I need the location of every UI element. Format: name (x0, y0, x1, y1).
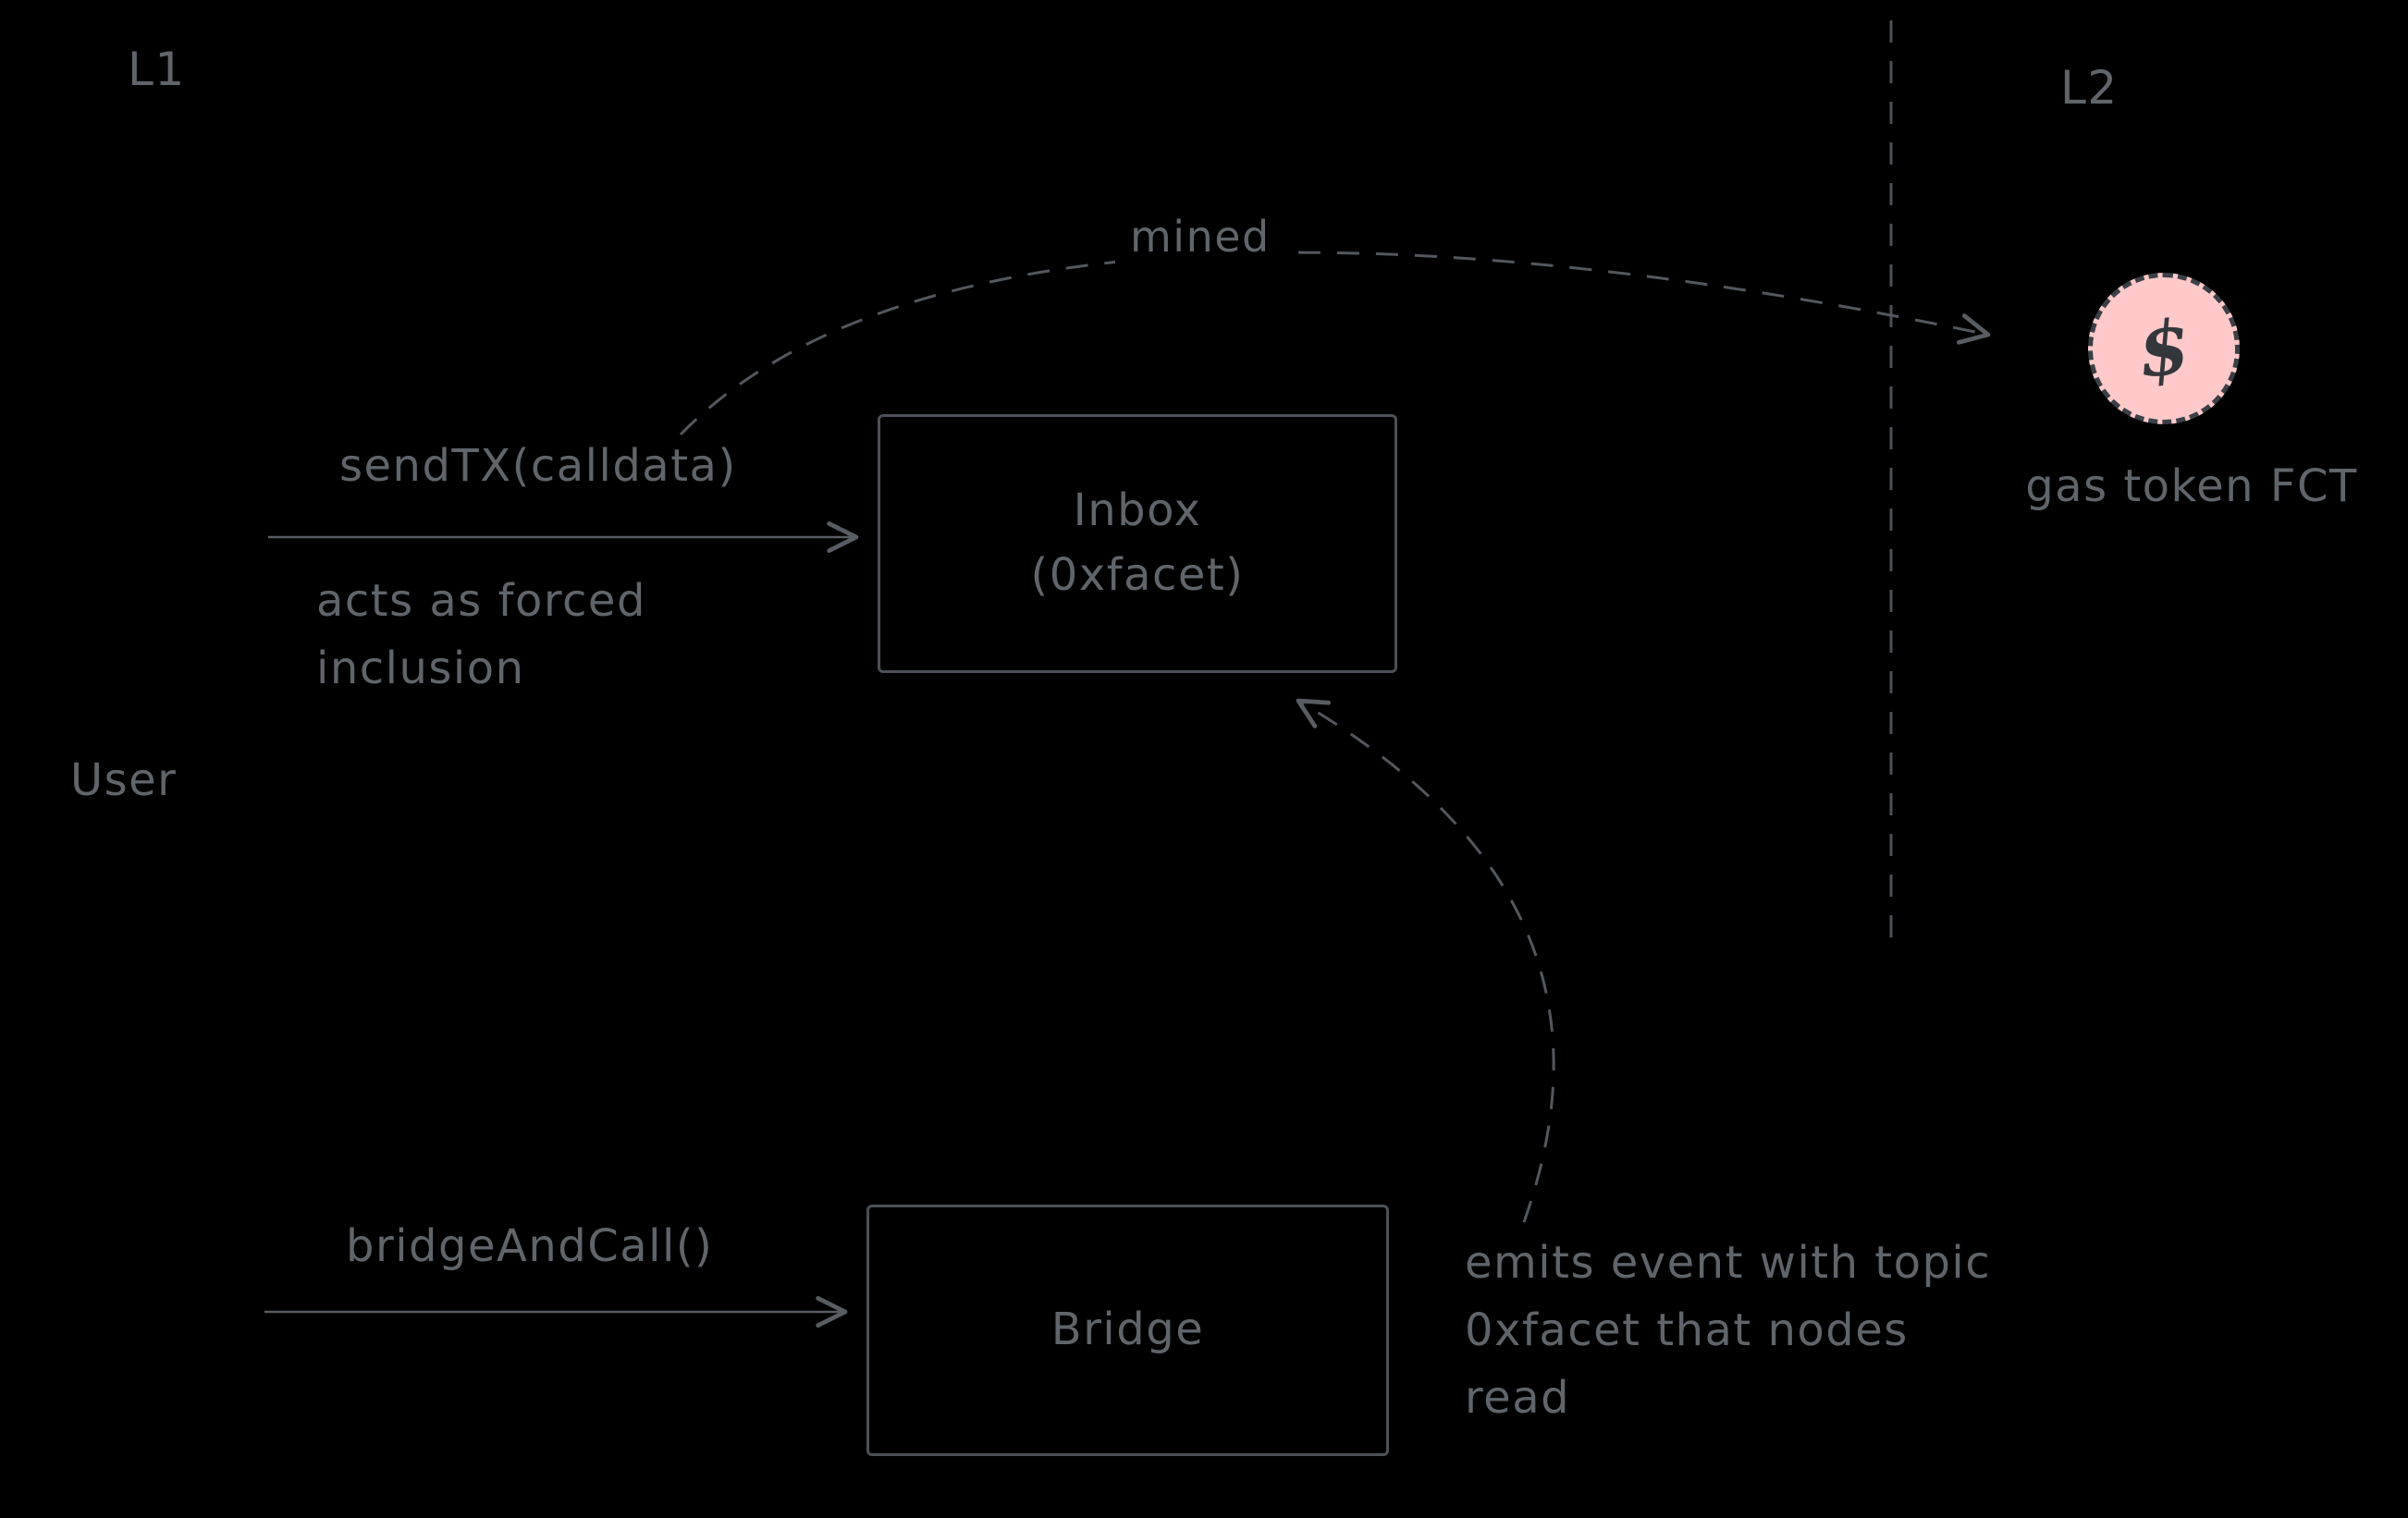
emits-line1: emits event with topic (1465, 1237, 1992, 1289)
emits-arrow (1296, 698, 1555, 1223)
gas-token-label: gas token FCT (2025, 460, 2358, 512)
emits-event-label: emits event with topic 0xfacet that node… (1465, 1230, 1991, 1432)
inbox-label-line1: Inbox (1073, 484, 1202, 537)
dollar-icon: $ (2133, 302, 2194, 395)
gas-token-coin: $ (2088, 273, 2240, 424)
acts-as-line1: acts as forced (316, 575, 646, 627)
bridge-box: Bridge (866, 1205, 1389, 1456)
inbox-label-line2: (0xfacet) (1030, 549, 1245, 601)
bridge-label: Bridge (1050, 1304, 1205, 1356)
acts-as-line2: inclusion (316, 642, 525, 694)
emits-line3: read (1465, 1371, 1571, 1424)
inbox-box: Inbox (0xfacet) (878, 414, 1397, 673)
l1-label: L1 (128, 43, 186, 96)
sendtx-label: sendTX(calldata) (339, 440, 737, 492)
user-label: User (70, 754, 178, 806)
l2-label: L2 (2060, 61, 2119, 115)
acts-as-forced-inclusion-label: acts as forced inclusion (316, 568, 646, 703)
mined-arrow (679, 251, 1991, 436)
bridgeandcall-label: bridgeAndCall() (346, 1220, 714, 1272)
emits-line2: 0xfacet that nodes (1465, 1304, 1909, 1356)
mined-label: mined (1115, 205, 1285, 269)
